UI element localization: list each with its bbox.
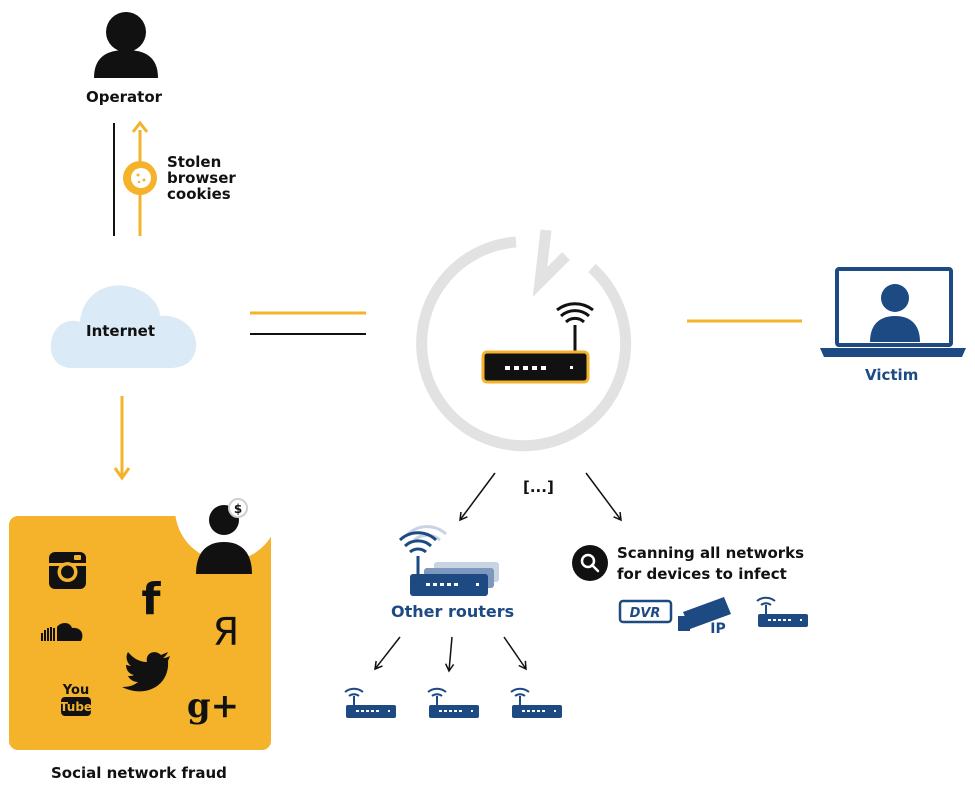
branch-arrow-1 bbox=[374, 636, 401, 671]
branch-arrow-2 bbox=[444, 636, 455, 673]
instagram-icon bbox=[49, 552, 86, 589]
other-routers-label: Other routers bbox=[391, 602, 515, 621]
scanning-label-line-1: Scanning all networks bbox=[617, 544, 805, 562]
google-plus-icon: g+ bbox=[187, 686, 239, 726]
victim-label: Victim bbox=[865, 366, 919, 384]
ip-label: IP bbox=[710, 621, 725, 637]
operator-person-icon bbox=[94, 12, 158, 78]
internet-cloud-icon bbox=[50, 285, 197, 368]
yandex-icon: Я bbox=[213, 610, 239, 654]
small-router-icon-1 bbox=[344, 687, 396, 718]
twitter-icon bbox=[122, 652, 170, 692]
soundcloud-icon bbox=[41, 623, 83, 641]
spread-arrow-right bbox=[585, 472, 622, 522]
dollar-sign: $ bbox=[234, 502, 242, 516]
facebook-icon: f bbox=[141, 574, 161, 625]
fraudster-person-icon: $ bbox=[196, 498, 252, 574]
ip-camera-icon: IP bbox=[678, 597, 731, 637]
youtube-top-text: You bbox=[62, 683, 89, 698]
scan-router-icon bbox=[756, 596, 808, 627]
small-router-icon-3 bbox=[510, 687, 562, 718]
other-routers-icon bbox=[398, 525, 499, 596]
cookies-label-line-1: Stolen bbox=[167, 153, 222, 171]
youtube-icon: You Tube bbox=[60, 683, 92, 716]
dvr-label: DVR bbox=[630, 606, 661, 621]
fraud-arrow bbox=[113, 396, 131, 481]
cookie-icon bbox=[123, 161, 157, 195]
operator-label: Operator bbox=[86, 88, 163, 106]
search-icon bbox=[572, 545, 608, 581]
victim-laptop-icon bbox=[820, 267, 966, 357]
cookies-label-line-3: cookies bbox=[167, 185, 231, 203]
spread-arrow-left bbox=[459, 472, 496, 522]
main-router-icon bbox=[481, 302, 594, 384]
small-router-icon-2 bbox=[427, 687, 479, 718]
cookies-label-line-2: browser bbox=[167, 169, 236, 187]
youtube-bottom-text: Tube bbox=[60, 700, 92, 714]
ellipsis-label: [...] bbox=[523, 478, 554, 496]
branch-arrow-3 bbox=[503, 636, 527, 671]
social-network-fraud-label: Social network fraud bbox=[51, 764, 227, 782]
internet-label: Internet bbox=[86, 322, 156, 340]
dvr-icon: DVR bbox=[618, 599, 673, 624]
infection-cycle-ring bbox=[416, 229, 632, 452]
scanning-label-line-2: for devices to infect bbox=[617, 565, 787, 583]
